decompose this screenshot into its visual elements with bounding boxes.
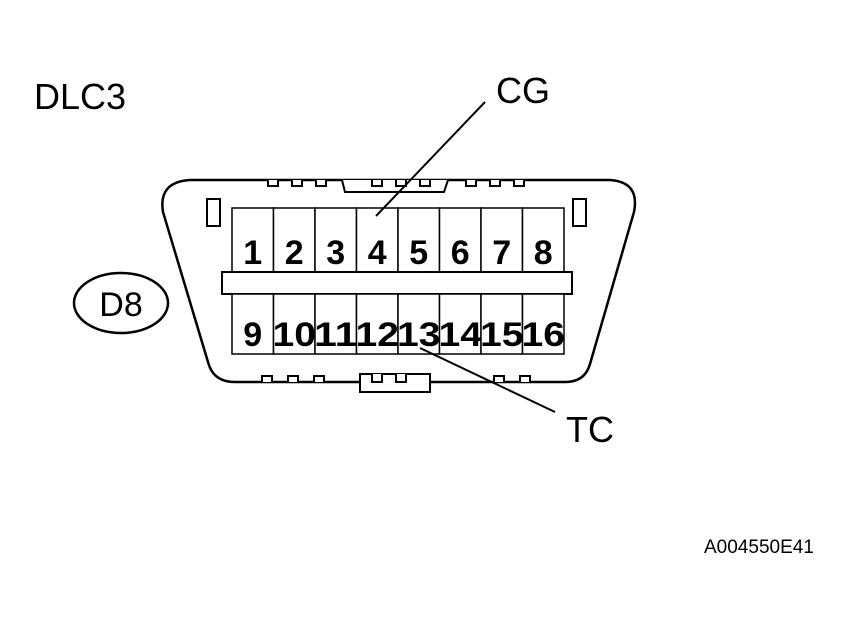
pin-number-8: 8 <box>534 234 553 272</box>
connector-title: DLC3 <box>34 76 127 117</box>
bottom-pin-cavity <box>272 293 316 355</box>
top-pin-cavity <box>397 207 441 273</box>
bottom-notches <box>261 373 531 393</box>
pin-number-13: 13 <box>397 316 441 354</box>
pin-number-4: 4 <box>368 234 387 272</box>
bottom-pin-cavity <box>314 293 358 355</box>
pin-number-14: 14 <box>439 316 483 354</box>
cg-leader-line <box>375 101 486 217</box>
figure-code: A004550E41 <box>704 537 814 558</box>
pin-number-10: 10 <box>273 316 317 354</box>
pin-number-7: 7 <box>492 234 511 272</box>
bottom-pin-cavity <box>231 293 275 355</box>
top-pin-cavity <box>272 207 316 273</box>
pin-number-3: 3 <box>326 234 345 272</box>
pin-number-6: 6 <box>451 234 470 272</box>
pin-number-11: 11 <box>314 316 358 354</box>
bottom-pin-cavity <box>521 293 565 355</box>
tc-leader-line <box>419 347 556 413</box>
pin-number-15: 15 <box>480 316 524 354</box>
top-notches <box>267 179 525 193</box>
connector-id-oval <box>72 271 170 335</box>
left-latch <box>206 198 221 227</box>
pin-number-9: 9 <box>243 316 262 354</box>
top-pin-cavity <box>438 207 482 273</box>
cg-label: CG <box>496 70 550 111</box>
center-divider <box>221 271 573 295</box>
top-pin-cavity <box>314 207 358 273</box>
bottom-pin-cavity <box>355 293 399 355</box>
pin-number-1: 1 <box>243 234 262 272</box>
pin-number-16: 16 <box>522 316 566 354</box>
right-latch <box>572 198 587 227</box>
top-pin-cavity <box>521 207 565 273</box>
connector-id-text: D8 <box>99 286 142 324</box>
top-pin-cavity <box>480 207 524 273</box>
pin-number-2: 2 <box>285 234 304 272</box>
tc-label: TC <box>566 409 614 450</box>
bottom-pin-cavity <box>480 293 524 355</box>
pin-number-5: 5 <box>409 234 428 272</box>
bottom-pin-cavity <box>397 293 441 355</box>
pin-number-12: 12 <box>356 316 400 354</box>
